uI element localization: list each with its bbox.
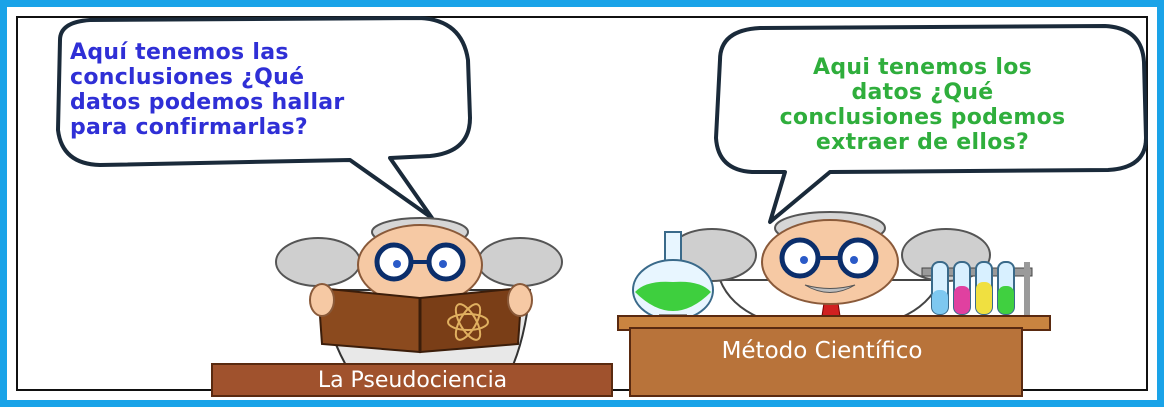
right-bubble-text: Aqui tenemos los datos ¿Qué conclusiones… bbox=[779, 55, 1066, 155]
right-speech-bubble bbox=[714, 24, 1148, 224]
left-bubble-text: Aquí tenemos las conclusiones ¿Qué datos… bbox=[70, 40, 345, 140]
pseudoscience-sign bbox=[211, 363, 613, 397]
lab-desk bbox=[617, 315, 1051, 397]
scientific-method-scientist bbox=[667, 211, 991, 319]
scientific-method-label: Método Científico bbox=[721, 338, 923, 364]
pseudoscience-label: La Pseudociencia bbox=[317, 368, 508, 393]
left-speech-bubble bbox=[56, 16, 472, 220]
pseudoscience-scientist bbox=[275, 217, 563, 373]
test-tubes-icon bbox=[921, 261, 1033, 318]
